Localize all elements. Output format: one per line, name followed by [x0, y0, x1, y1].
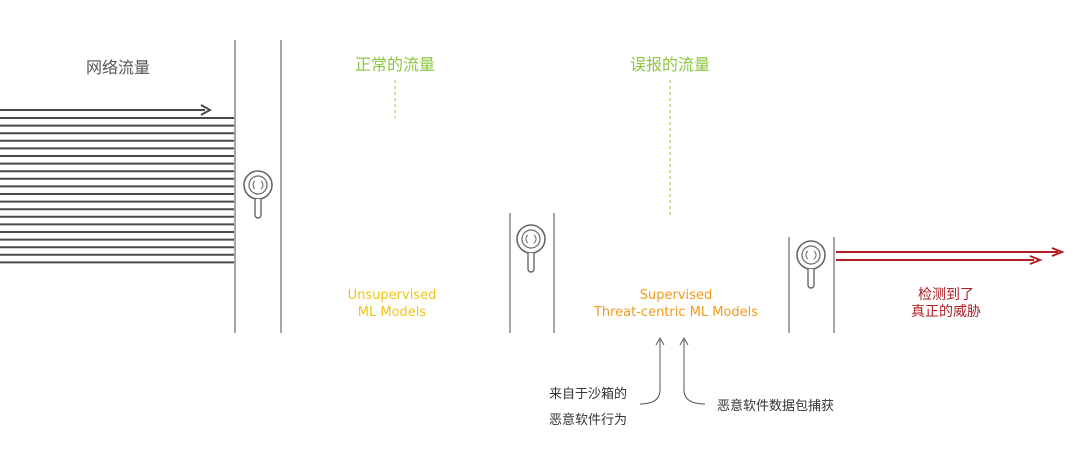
- magnifier-icon: [796, 240, 826, 289]
- normal-traffic-label: 正常的流量: [355, 55, 435, 74]
- detected-label-line2: 真正的威胁: [911, 304, 981, 320]
- sandbox-label-line1: 来自于沙箱的: [549, 386, 627, 402]
- sandbox-pointer-arrow: [639, 340, 661, 405]
- packet-capture-label: 恶意软件数据包捕获: [717, 398, 834, 414]
- sandbox-label-line2: 恶意软件行为: [549, 412, 627, 428]
- supervised-label-line2: Threat-centric ML Models: [593, 305, 758, 320]
- unsupervised-label-line1: Unsupervised: [348, 288, 437, 303]
- network-traffic-label: 网络流量: [86, 58, 150, 77]
- supervised-label-line1: Supervised: [640, 288, 712, 303]
- arrow-head-icon: [200, 104, 213, 116]
- network-traffic-lines: [0, 117, 234, 264]
- arrow-head-icon: [655, 336, 665, 346]
- arrow-head-icon: [679, 336, 689, 346]
- false-positive-lines: [556, 218, 730, 236]
- arrow-head-icon: [1051, 247, 1065, 257]
- arrow-head-icon: [1029, 255, 1043, 265]
- unsupervised-label-line2: ML Models: [358, 305, 427, 320]
- suspicious-traffic-lines: [283, 218, 509, 258]
- false-positive-label: 误报的流量: [630, 55, 710, 74]
- packet-capture-pointer-arrow: [683, 340, 706, 405]
- detected-label-line1: 检测到了: [918, 287, 974, 303]
- threat-candidate-lines: [556, 243, 788, 261]
- magnifier-icon: [516, 224, 546, 273]
- magnifier-icon: [243, 170, 273, 219]
- normal-traffic-lines: [283, 118, 545, 204]
